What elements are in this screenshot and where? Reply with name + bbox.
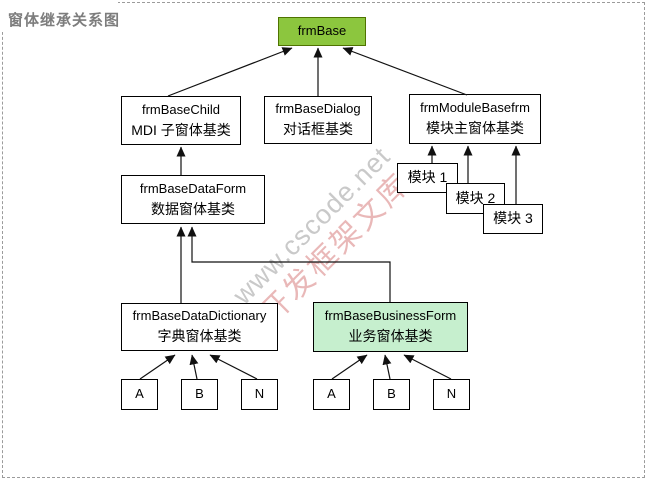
node-class-name: frmBase [297, 23, 347, 39]
edge-business-to-dataform [187, 226, 391, 302]
node-frmbasedialog[interactable]: frmBaseDialog 对话框基类 [264, 96, 372, 144]
node-frmbase[interactable]: frmBase [278, 17, 366, 46]
leaf-label: B [387, 386, 396, 402]
node-frmbasedataform[interactable]: frmBaseDataForm 数据窗体基类 [121, 175, 265, 224]
node-module-3[interactable]: 模块 3 [483, 204, 543, 234]
leaf-label: B [195, 386, 204, 402]
leaf-business-a[interactable]: A [313, 379, 350, 410]
leaf-dictionary-b[interactable]: B [181, 379, 218, 410]
node-class-desc: MDI 子窗体基类 [131, 121, 231, 138]
edge-biz-a [331, 354, 368, 380]
leaf-label: A [135, 386, 144, 402]
node-frmmodulebasefrm[interactable]: frmModuleBasefrm 模块主窗体基类 [409, 94, 541, 144]
edge-dict-n [209, 354, 258, 380]
node-label: 模块 1 [407, 169, 448, 186]
node-class-desc: 字典窗体基类 [157, 328, 242, 345]
watermark-url: www.cscode.net [227, 141, 397, 311]
leaf-dictionary-n[interactable]: N [241, 379, 278, 410]
leaf-label: N [446, 386, 457, 402]
leaf-label: N [254, 386, 265, 402]
edge-dict-a [139, 354, 176, 380]
edge-modulebase-to-base [342, 47, 468, 96]
edge-biz-b [382, 354, 392, 380]
edge-child-to-base [167, 47, 293, 97]
leaf-label: A [327, 386, 336, 402]
node-class-desc: 模块主窗体基类 [426, 120, 524, 137]
node-class-name: frmBaseChild [141, 101, 221, 117]
node-class-desc: 对话框基类 [283, 121, 353, 138]
node-frmbasebusinessform[interactable]: frmBaseBusinessForm 业务窗体基类 [313, 302, 468, 352]
node-frmbasechild[interactable]: frmBaseChild MDI 子窗体基类 [121, 96, 241, 145]
node-class-name: frmBaseBusinessForm [324, 308, 457, 324]
node-class-desc: 数据窗体基类 [151, 200, 235, 217]
diagram-title: 窗体继承关系图 [0, 0, 119, 32]
node-label: 模块 2 [455, 189, 496, 206]
leaf-business-n[interactable]: N [433, 379, 470, 410]
node-frmbasedatadictionary[interactable]: frmBaseDataDictionary 字典窗体基类 [121, 303, 278, 351]
node-label: 模块 3 [493, 210, 533, 227]
node-class-name: frmModuleBasefrm [420, 100, 530, 116]
node-class-name: frmBaseDialog [275, 101, 361, 117]
leaf-dictionary-a[interactable]: A [121, 379, 158, 410]
leaf-business-b[interactable]: B [373, 379, 410, 410]
node-class-desc: 业务窗体基类 [348, 328, 433, 345]
node-class-name: frmBaseDataDictionary [132, 308, 267, 324]
edge-biz-n [403, 354, 452, 380]
node-class-name: frmBaseDataForm [139, 180, 247, 196]
edge-dict-b [189, 354, 199, 380]
